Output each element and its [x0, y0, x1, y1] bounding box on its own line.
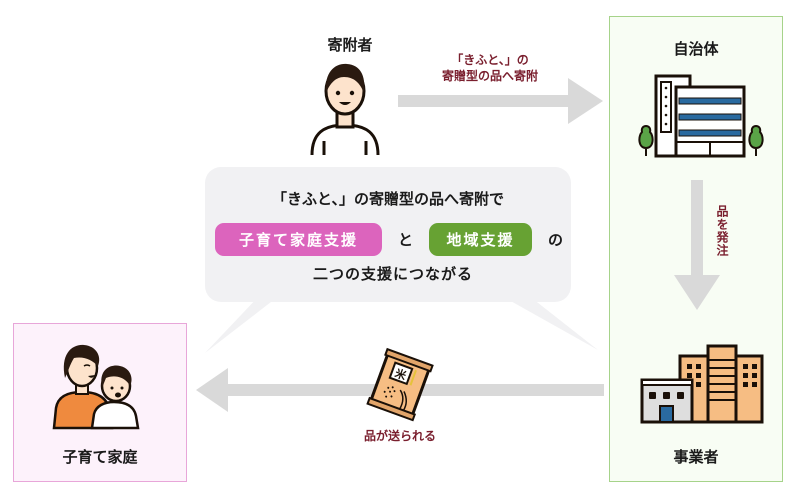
bubble-line3: 二つの支援につながる — [312, 265, 473, 283]
donor-label: 寄附者 — [327, 36, 373, 54]
svg-text:米: 米 — [392, 365, 409, 383]
arrow-right — [398, 78, 603, 124]
rice-bag-icon: 米 — [366, 347, 434, 422]
municipality-label: 自治体 — [673, 40, 719, 58]
flow-label-delivery: 品が送られる — [363, 429, 436, 443]
regional-support-pill: 地域支援 — [429, 222, 533, 256]
bubble-tails — [205, 295, 598, 353]
flow-label-donation-line2: 寄贈型の品へ寄附 — [441, 69, 538, 83]
city-hall-building-icon — [638, 74, 764, 158]
company-buildings-icon — [640, 344, 764, 424]
child-rearing-support-pill: 子育て家庭支援 — [215, 222, 382, 256]
bubble-line2: 子育て家庭支援 と 地域支援 の — [215, 222, 569, 256]
arrow-down — [674, 180, 720, 310]
family-label: 子育て家庭 — [62, 448, 138, 466]
business-label: 事業者 — [673, 448, 719, 466]
bubble-suffix: の — [548, 230, 564, 249]
bubble-line1: 「きふと、」の寄贈型の品へ寄附で — [272, 190, 504, 208]
flow-label-donation-line1: 「きふと、」の — [451, 53, 529, 67]
bubble-connector: と — [398, 230, 414, 249]
flow-label-donation: 「きふと、」の 寄贈型の品へ寄附 — [420, 52, 560, 84]
parent-and-child-icon — [52, 344, 140, 430]
person-icon — [310, 63, 380, 156]
flow-label-order: 品を発注 — [715, 205, 729, 257]
